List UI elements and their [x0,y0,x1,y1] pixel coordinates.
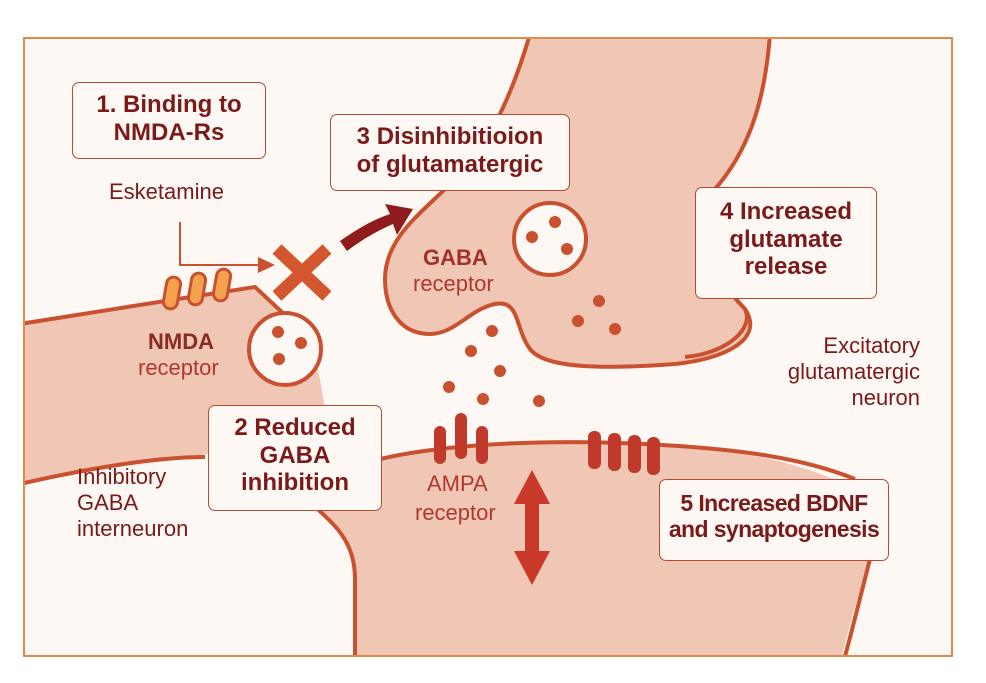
bidirectional-arrow-icon [514,470,550,585]
vesicle-icon [247,311,323,387]
esketamine-arrowhead-icon [258,257,275,273]
excitatory-neuron-label: Excitatory glutamatergic neuron [788,333,920,411]
inhibitory-line2: GABA [77,489,139,515]
excitatory-line3: neuron [851,384,920,410]
gaba-receptor-label: receptor [413,271,494,296]
step-1-line2: NMDA-Rs [113,118,225,146]
excitatory-line1: Excitatory [823,333,920,358]
step-3-line1: 3 Disinhibitioion [356,123,544,150]
glutamate-dots-presynaptic [572,295,621,335]
step-1-line1: 1. Binding to [96,91,242,118]
esketamine-arrow [179,222,260,266]
step-5-line2: and synaptogenesis [668,516,880,543]
inhibitory-line3: interneuron [77,515,189,541]
step-4-line3: release [744,253,828,281]
step-1-box: 1. Binding to NMDA-Rs [72,82,266,159]
step-4-line2: glutamate [729,225,843,253]
block-x-icon [272,244,332,301]
inhibitory-neuron-label: Inhibitory GABA interneuron [77,464,188,542]
curved-arrow-icon [340,204,413,251]
nmda-label: NMDA [148,329,214,354]
step-4-line1: 4 Increased [719,198,853,225]
step-3-line2: of glutamatergic [356,150,544,178]
step-2-box: 2 Reduced GABA inhibition [208,405,382,511]
inhibitory-line1: Inhibitory [77,464,167,489]
ampa-receptor-label: receptor [415,500,496,525]
glutamate-dots-cleft [443,325,545,407]
step-2-line1: 2 Reduced [234,414,356,441]
esketamine-label: Esketamine [109,179,224,204]
step-3-box: 3 Disinhibitioion of glutamatergic [330,114,570,191]
inhibitory-membrane-bottom [25,455,206,485]
inhibitory-membrane-top [25,284,302,331]
nmda-receptor-label: receptor [138,355,219,380]
gaba-label: GABA [423,245,488,270]
step-5-line1: 5 Increased BDNF [680,490,868,516]
step-5-box: 5 Increased BDNF and synaptogenesis [659,479,889,561]
vesicle-icon [512,201,588,277]
diagram-frame: 1. Binding to NMDA-Rs 3 Disinhibitioion … [23,37,953,657]
excitatory-line2: glutamatergic [787,358,920,384]
ampa-label: AMPA [427,471,488,496]
ampa-receptor-icon [434,413,488,464]
step-2-line3: inhibition [241,469,349,497]
nmda-receptor-icon [161,267,233,311]
step-4-box: 4 Increased glutamate release [695,187,877,299]
receptor-channel-icon [588,431,660,475]
step-2-line2: GABA [259,441,331,469]
